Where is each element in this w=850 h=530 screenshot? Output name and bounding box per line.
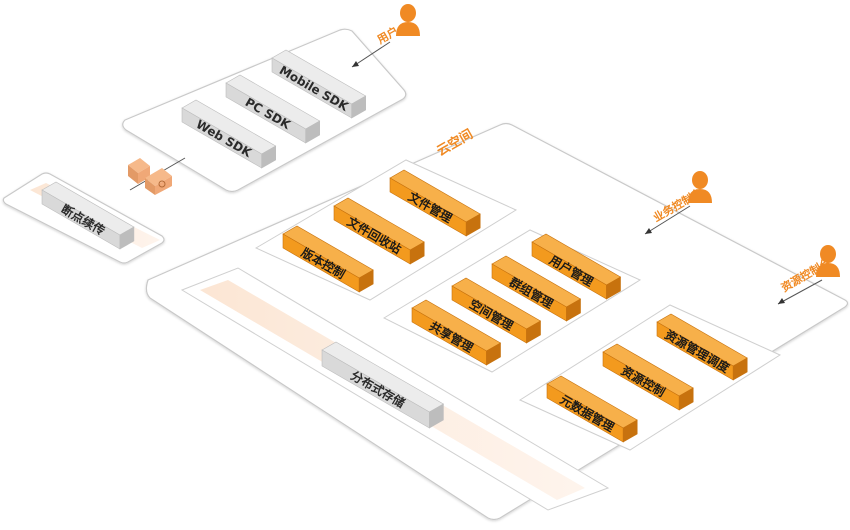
version-control-block-side: [358, 269, 374, 293]
key-icon: [128, 158, 172, 195]
user-connector: [351, 41, 391, 68]
group-management-block-side: [566, 298, 581, 322]
resource-console-connector: [777, 279, 823, 305]
sdk-pc-block-side: [305, 120, 321, 144]
group-management-block: 群组管理: [491, 255, 582, 322]
business-console-connector: [644, 205, 691, 235]
version-control-block: 版本控制: [282, 225, 374, 293]
person-icon-user: [396, 4, 420, 36]
person-icon-resource-console: [816, 245, 840, 277]
resource-scheduling-block-side: [732, 357, 748, 381]
file-management-block-side: [465, 213, 481, 237]
resume-transfer-block-side: [119, 226, 135, 250]
user-management-block-side: [606, 276, 621, 300]
connectors: [129, 41, 823, 305]
sdk-mobile-block-side: [351, 95, 367, 119]
resource-control-block-side: [678, 387, 694, 411]
metadata-management-block-side: [622, 419, 638, 443]
resume-transfer-block: 断点续传: [41, 181, 135, 250]
share-management-block-side: [486, 342, 501, 366]
distributed-storage-block-side: [429, 403, 444, 429]
sdk-web-block-side: [261, 145, 277, 169]
person-icon-business-console: [688, 171, 712, 203]
recycle-bin-block-side: [409, 241, 425, 265]
space-management-block-side: [526, 320, 541, 344]
